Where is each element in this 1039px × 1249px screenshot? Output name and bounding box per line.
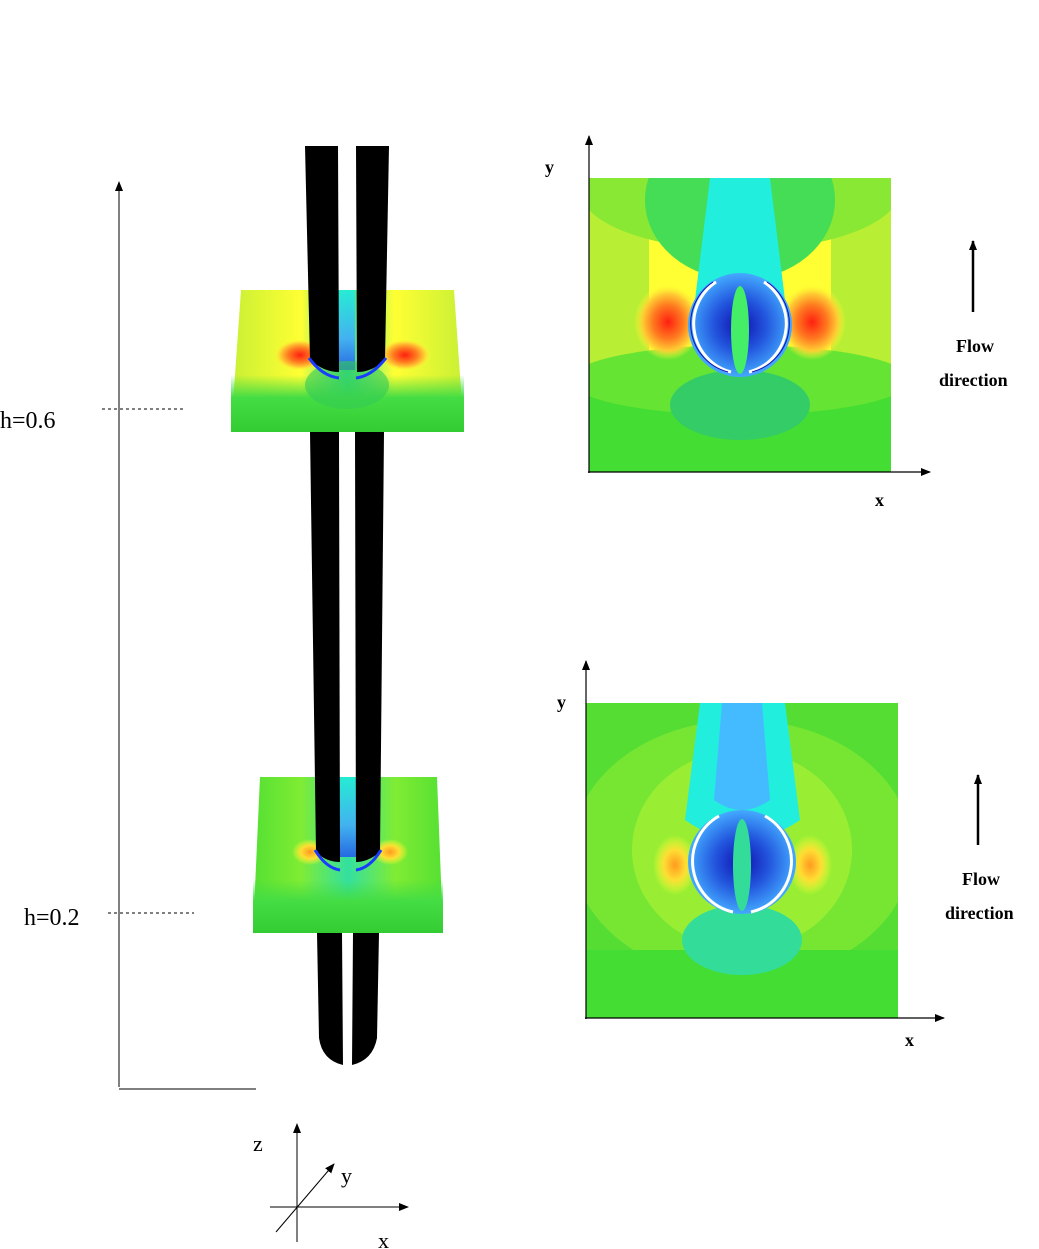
bottom-flow-label-2: direction <box>945 903 1014 923</box>
cylinder <box>305 146 389 1065</box>
bottom-x-label: x <box>905 1030 914 1050</box>
bottom-flow-label-1: Flow <box>962 869 1000 889</box>
top-flow-label-1: Flow <box>956 336 994 356</box>
slice-plane-lower <box>253 777 443 933</box>
triad-z-label: z <box>253 1131 263 1156</box>
top-x-label: x <box>875 490 884 510</box>
top-contour-panel: y x Flow direction <box>545 135 1008 510</box>
height-label-upper: h=0.6 <box>0 408 56 434</box>
top-y-label: y <box>545 157 554 177</box>
slice-plane-upper <box>231 290 464 432</box>
triad-y-label: y <box>341 1163 352 1188</box>
triad-x-label: x <box>378 1228 389 1249</box>
height-label-lower: h=0.2 <box>24 905 80 931</box>
top-flow-label-2: direction <box>939 370 1008 390</box>
bottom-y-label: y <box>557 692 566 712</box>
bottom-contour-panel: y x Flow direction <box>557 660 1014 1050</box>
axis-triad: z y x <box>253 1123 409 1249</box>
